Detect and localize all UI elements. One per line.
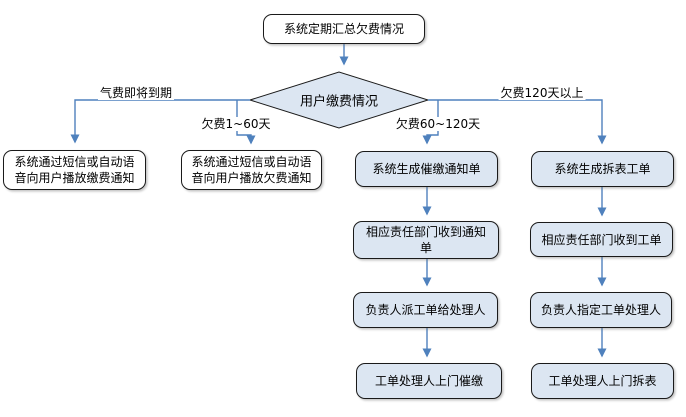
node-sms-payment-notice: 系统通过短信或自动语音向用户播放缴费通知 bbox=[3, 150, 146, 190]
node-handler-door-collection: 工单处理人上门催缴 bbox=[356, 363, 502, 399]
node-generate-removal-order: 系统生成拆表工单 bbox=[531, 151, 674, 187]
node-decision-label: 用户缴费情况 bbox=[299, 94, 379, 110]
node-dept-receives-order: 相应责任部门收到工单 bbox=[530, 222, 673, 257]
node-dept-receives-notice: 相应责任部门收到通知单 bbox=[353, 221, 499, 259]
edge-label-1-60-days: 欠费1~60天 bbox=[199, 117, 273, 131]
node-sms-arrears-notice: 系统通过短信或自动语音向用户播放欠费通知 bbox=[181, 150, 322, 190]
connector-branch-120-plus bbox=[428, 99, 607, 145]
node-start: 系统定期汇总欠费情况 bbox=[263, 14, 425, 44]
connector-branch-due-soon bbox=[70, 99, 250, 144]
node-designate-handler: 负责人指定工单处理人 bbox=[530, 292, 672, 328]
edge-label-due-soon: 气费即将到期 bbox=[97, 86, 175, 100]
edge-label-60-120-days: 欠费60~120天 bbox=[393, 117, 483, 131]
node-generate-collection-notice: 系统生成催缴通知单 bbox=[355, 151, 498, 187]
node-handler-remove-meter: 工单处理人上门拆表 bbox=[531, 363, 674, 399]
node-assign-order-to-handler: 负责人派工单给处理人 bbox=[353, 292, 498, 328]
edge-label-120-plus-days: 欠费120天以上 bbox=[498, 86, 586, 100]
